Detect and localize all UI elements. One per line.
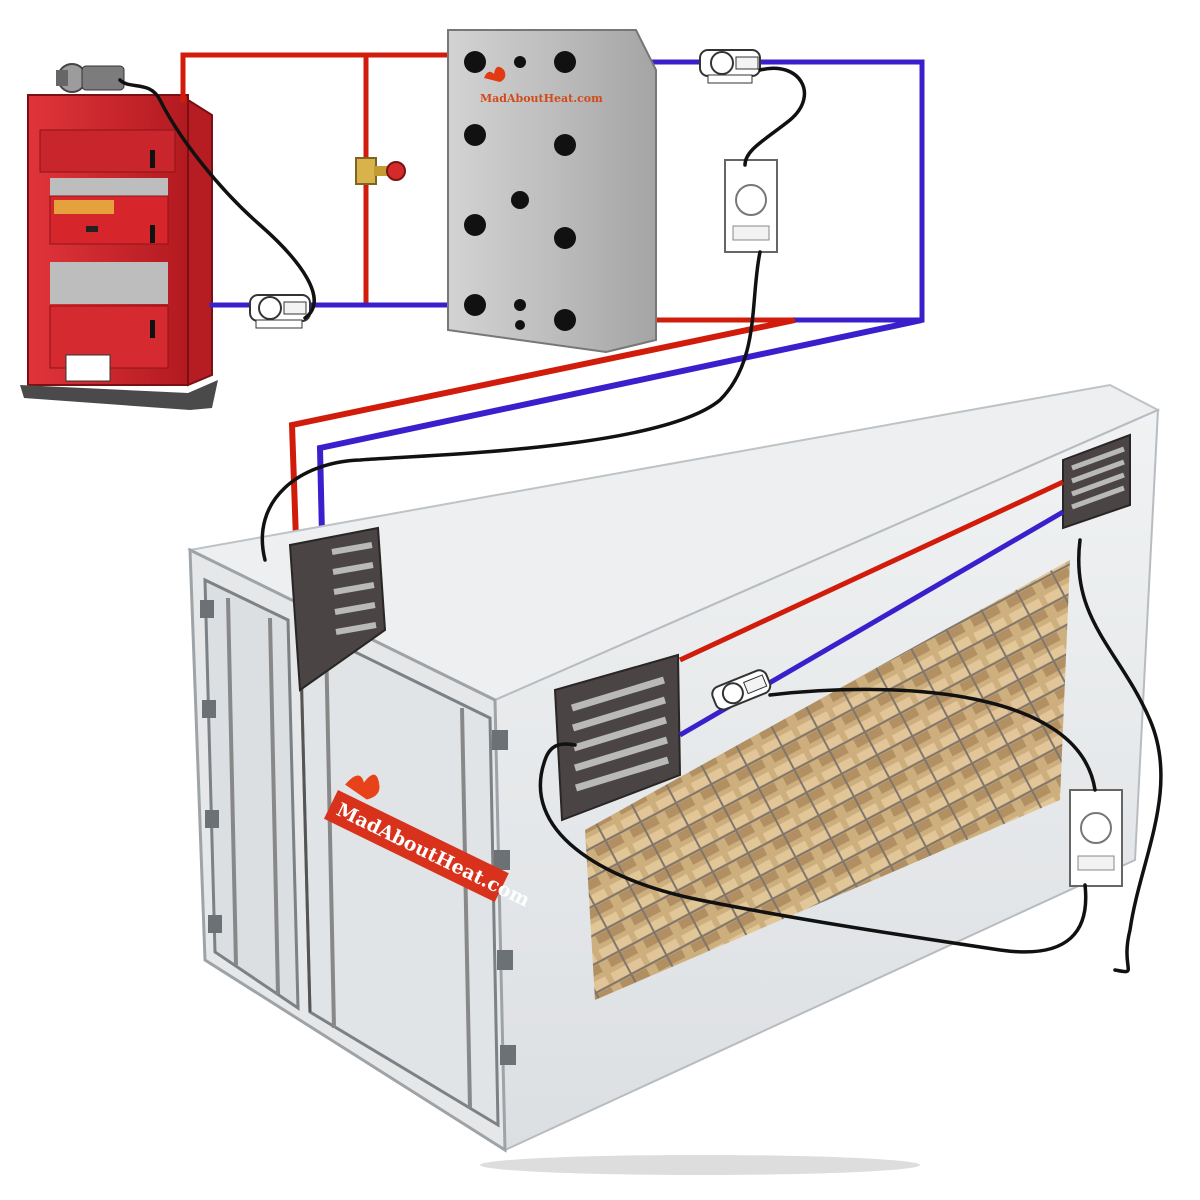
fan-heater-rear	[1062, 433, 1131, 530]
tank-logo: MadAboutHeat.com	[480, 92, 603, 105]
heater-circulation-pump	[711, 669, 772, 711]
kiln-thermostat	[1069, 789, 1123, 887]
firewood-icon	[585, 560, 1070, 1000]
boiler	[20, 63, 218, 410]
side-flow-pipe	[678, 479, 1065, 663]
boiler-circulation-pump	[249, 294, 311, 329]
kiln-circulation-pump	[699, 49, 761, 84]
valve-icon	[355, 157, 406, 185]
main-flow-pipe	[288, 317, 796, 541]
fan-heater-mid	[553, 653, 682, 822]
pump-thermostat	[724, 159, 778, 253]
main-return-pipe	[316, 317, 923, 536]
control-wiring	[118, 66, 1163, 974]
container-kiln	[186, 383, 1161, 1175]
fan-heater-front	[288, 526, 387, 692]
buffer-tank: MadAboutHeat.com	[447, 29, 657, 354]
